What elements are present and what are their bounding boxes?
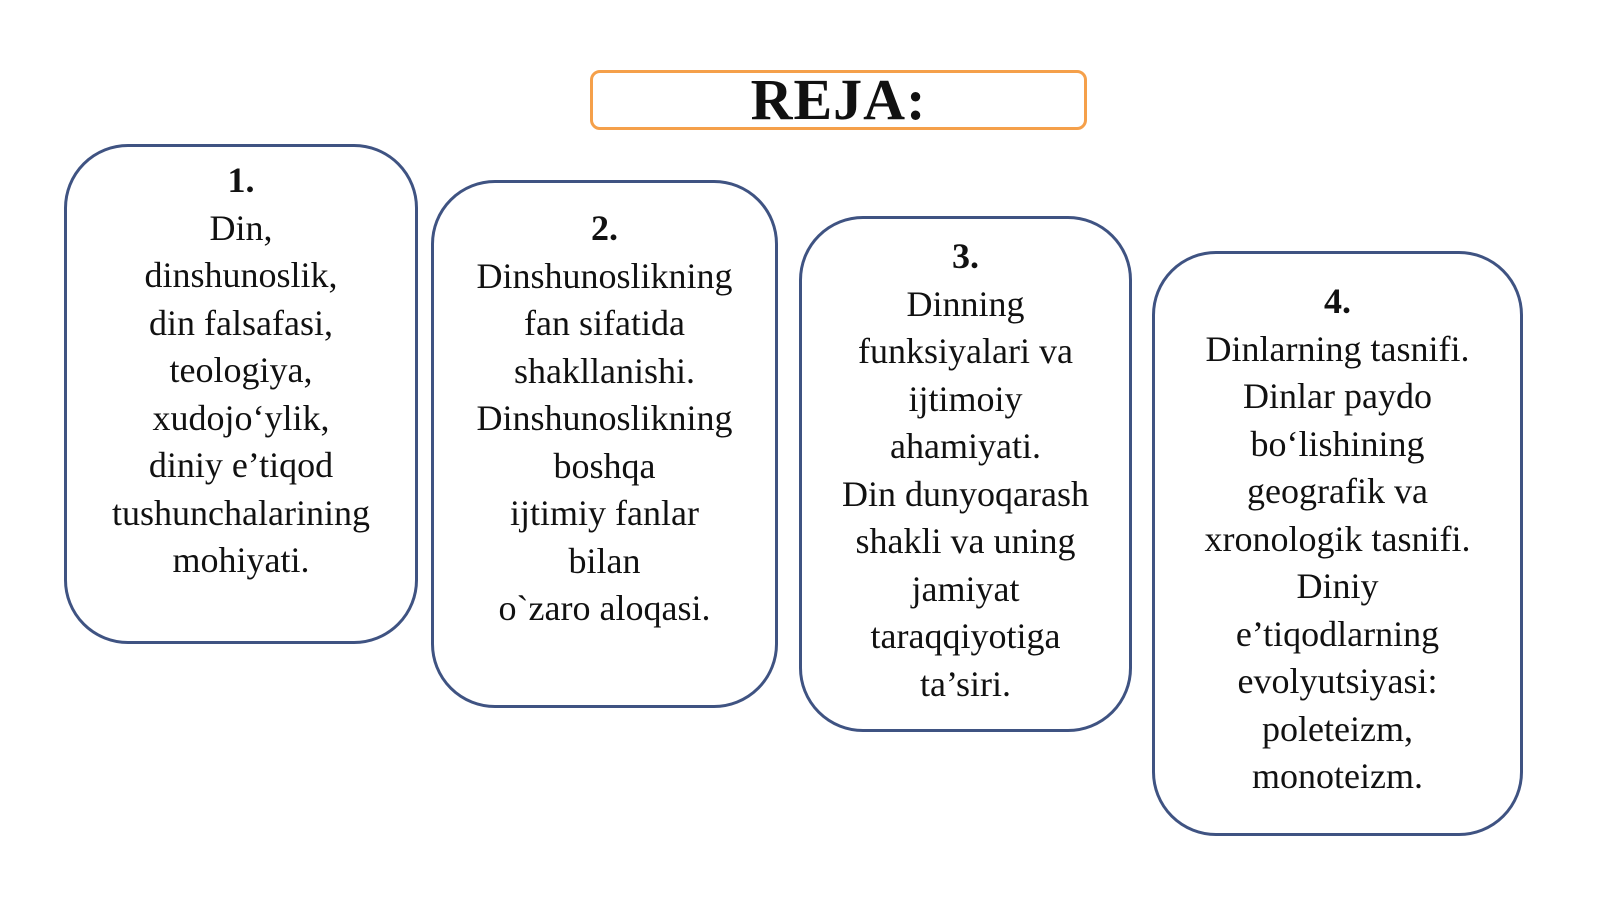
card-line: Dinlar paydo: [1243, 376, 1432, 416]
card-line: boshqa: [553, 445, 656, 486]
card-line: mohiyati.: [172, 540, 310, 580]
card-line: geografik va: [1247, 471, 1428, 511]
card-line: Diniy: [1296, 566, 1379, 606]
card-line: xronologik tasnifi.: [1204, 518, 1471, 559]
card-line: ijtimoiy: [908, 378, 1023, 419]
card-line: din falsafasi,: [149, 302, 333, 343]
card-line: Dinning: [906, 283, 1025, 324]
plan-card-2: 2. Dinshunoslikning fan sifatida shaklla…: [431, 180, 778, 708]
card-number: 3.: [952, 236, 979, 276]
card-line: bilan: [568, 540, 641, 581]
card-line: e’tiqodlarning: [1235, 613, 1440, 654]
card-line: xudojo‘ylik,: [152, 397, 330, 438]
plan-card-1: 1. Din, dinshunoslik, din falsafasi, teo…: [64, 144, 418, 644]
card-line: jamiyat: [911, 568, 1020, 609]
card-line: ta’siri.: [920, 663, 1011, 704]
card-line: ijtimiy fanlar: [510, 493, 699, 533]
card-line: shakllanishi.: [514, 350, 695, 391]
card-line: Dinlarning tasnifi.: [1205, 328, 1470, 369]
card-line: Dinshunoslikning: [476, 255, 733, 296]
card-line: o`zaro aloqasi.: [498, 588, 711, 628]
card-line: teologiya,: [169, 350, 313, 390]
card-line: funksiyalari va: [858, 331, 1073, 371]
page-title: REJA:: [750, 67, 927, 132]
plan-card-4: 4. Dinlarning tasnifi. Dinlar paydo bo‘l…: [1152, 251, 1523, 836]
card-line: bo‘lishining: [1250, 423, 1425, 464]
card-line: Dinshunoslikning: [476, 398, 733, 438]
card-line: taraqqiyotiga: [870, 616, 1061, 656]
card-line: shakli va uning: [855, 521, 1076, 561]
card-line: dinshunoslik,: [144, 255, 338, 295]
card-number: 1.: [227, 160, 255, 200]
card-line: tushunchalarining: [112, 492, 370, 533]
card-line: Din,: [209, 207, 273, 248]
card-line: Din dunyoqarash: [842, 473, 1089, 514]
card-line: diniy e’tiqod: [148, 445, 334, 485]
card-line: ahamiyati.: [890, 426, 1041, 466]
card-line: monoteizm.: [1252, 756, 1423, 796]
card-line: fan sifatida: [524, 303, 685, 343]
card-number: 2.: [591, 208, 618, 248]
title-box: REJA:: [590, 70, 1087, 130]
card-line: poleteizm,: [1262, 708, 1413, 749]
card-line: evolyutsiyasi:: [1237, 661, 1438, 701]
plan-card-3: 3. Dinning funksiyalari va ijtimoiy aham…: [799, 216, 1132, 732]
card-number: 4.: [1324, 281, 1351, 321]
